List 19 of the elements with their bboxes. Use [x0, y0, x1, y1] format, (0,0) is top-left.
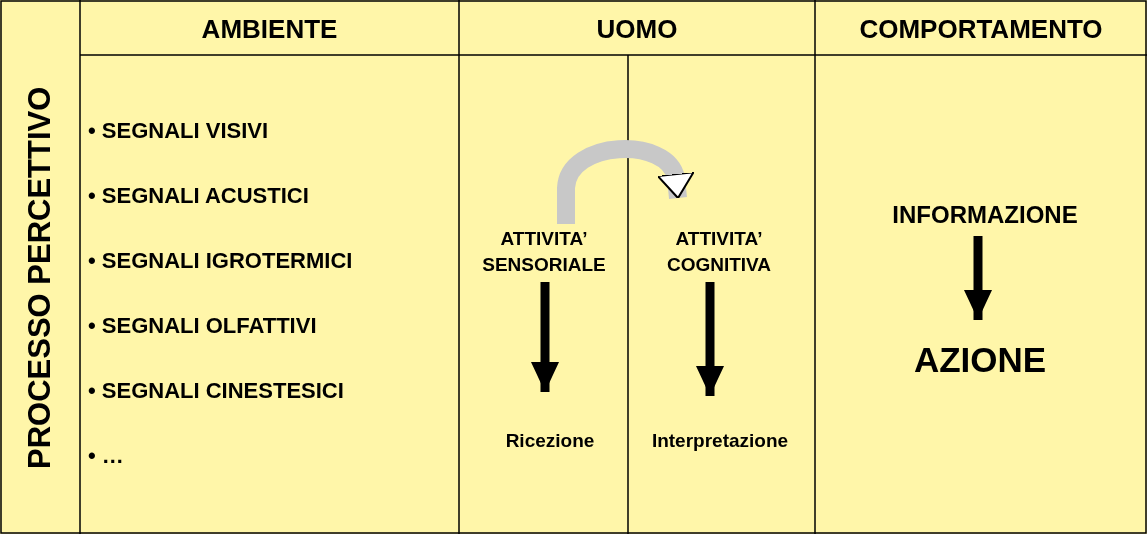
- arrow: [964, 236, 992, 320]
- vertical-title: PROCESSO PERCETTIVO: [21, 85, 58, 472]
- bullet-item: • SEGNALI VISIVI: [88, 118, 270, 145]
- concept-label: AZIONE: [885, 336, 1075, 380]
- concept-label: INFORMAZIONE: [845, 199, 1125, 231]
- arrow: [696, 282, 724, 396]
- result-label: Interpretazione: [629, 428, 811, 454]
- column-header: COMPORTAMENTO: [858, 14, 1104, 45]
- arrow: [531, 282, 559, 392]
- column-header: UOMO: [595, 14, 679, 45]
- result-label: Ricezione: [495, 428, 605, 454]
- bullet-item: • …: [88, 443, 125, 470]
- bullet-item: • SEGNALI CINESTESICI: [88, 378, 345, 405]
- bullet-item: • SEGNALI OLFATTIVI: [88, 313, 318, 340]
- activity-label: ATTIVITA’ SENSORIALE: [461, 226, 627, 280]
- bullet-item: • SEGNALI ACUSTICI: [88, 183, 310, 210]
- activity-label: ATTIVITA’ COGNITIVA: [629, 226, 809, 280]
- bullet-item: • SEGNALI IGROTERMICI: [88, 248, 353, 275]
- column-header: AMBIENTE: [200, 14, 339, 45]
